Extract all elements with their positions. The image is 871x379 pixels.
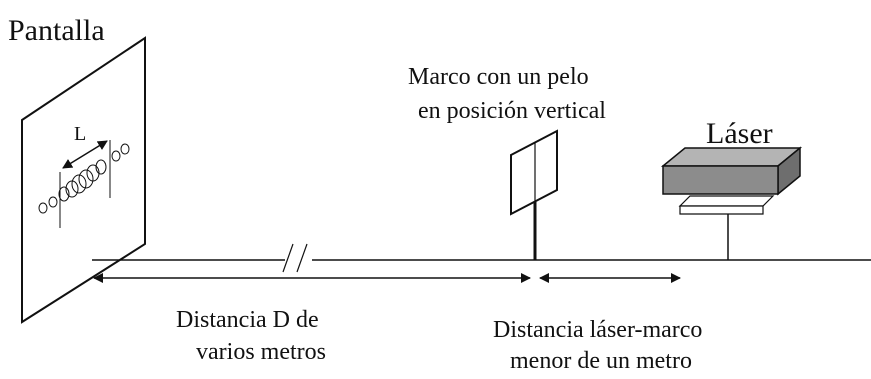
fringe-spot	[95, 159, 107, 175]
axis-break-mark	[296, 243, 308, 273]
distance-laser-label-line2: menor de un metro	[510, 348, 692, 374]
laser-top	[660, 147, 803, 167]
fringe-spot	[78, 169, 94, 189]
hair-frame	[510, 129, 558, 216]
laser-label: Láser	[706, 117, 773, 150]
fringe-spot	[111, 150, 121, 162]
frame-label-line2: en posición vertical	[418, 98, 606, 124]
diffraction-pattern	[38, 143, 130, 214]
axis-break-mark	[282, 243, 294, 273]
screen-label: Pantalla	[8, 14, 105, 47]
distance-d-label-line1: Distancia D de	[176, 307, 319, 333]
distance-d-label-line2: varios metros	[196, 339, 326, 365]
laser-base-front	[679, 205, 764, 215]
fringe-spot	[38, 202, 48, 214]
distance-laser-label-line1: Distancia láser-marco	[493, 317, 702, 343]
fringe-spot	[120, 143, 130, 155]
screen-panel	[21, 36, 146, 324]
fringe-spot	[48, 196, 58, 208]
frame-label-line1: Marco con un pelo	[408, 64, 589, 90]
laser-body	[662, 165, 779, 195]
fringe-spacing-arrow	[62, 140, 108, 169]
laser-base	[678, 195, 775, 207]
fringe-spot	[58, 186, 70, 202]
fringe-spacing-label: L	[74, 123, 86, 145]
fringe-spot	[71, 174, 87, 194]
